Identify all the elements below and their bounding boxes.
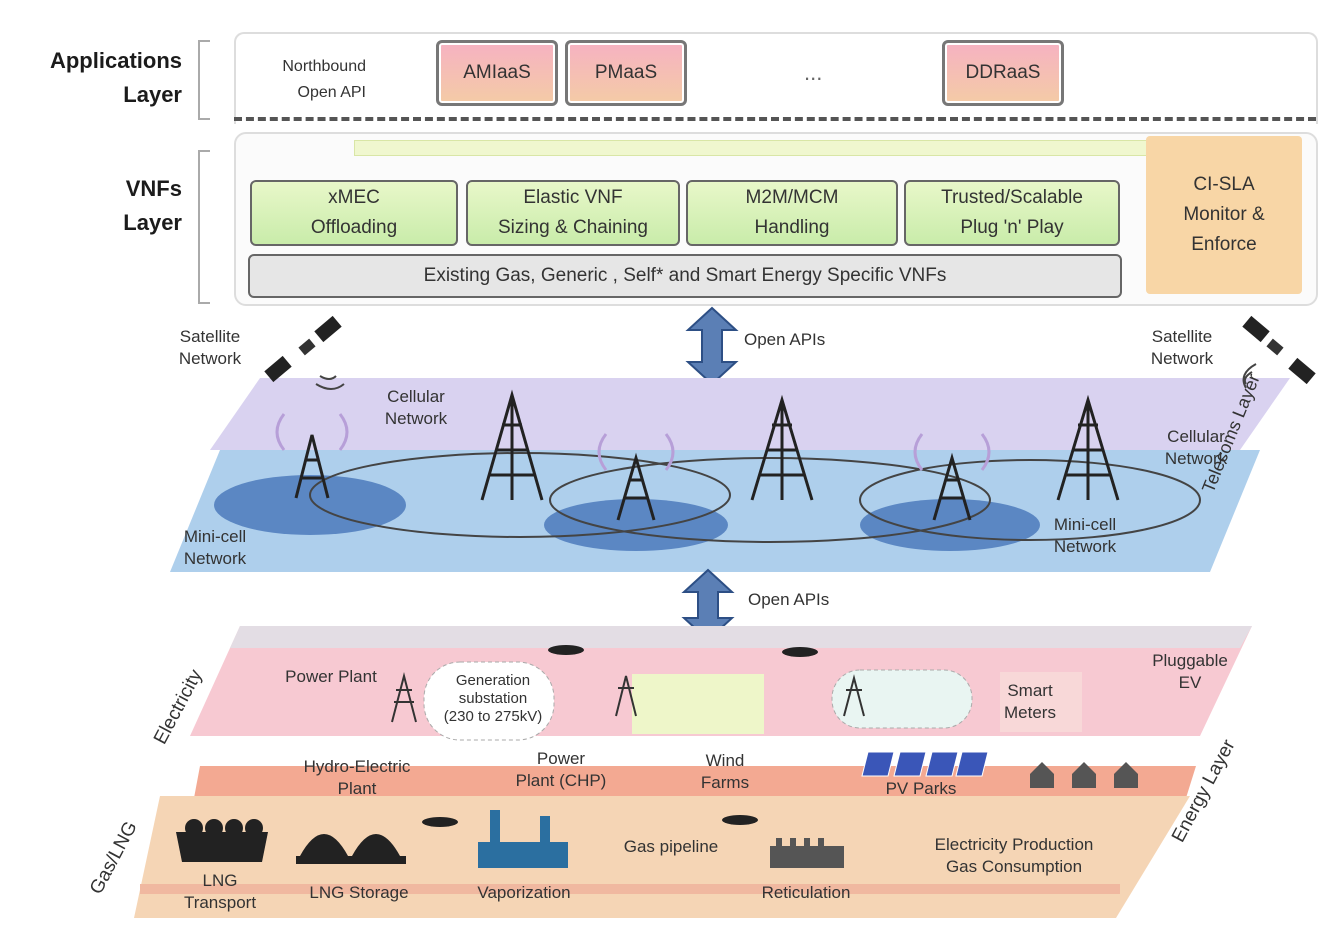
- gas-pipeline-line: [140, 884, 1120, 894]
- pylon-icons: [391, 672, 865, 723]
- service-amiaas[interactable]: AMIaaS: [436, 40, 558, 106]
- pv-parks-label: PV Parks: [885, 779, 957, 798]
- satellite-icon-left: [264, 315, 345, 390]
- services-ellipsis: ...: [804, 60, 823, 85]
- vnfs-layer-bracket: [198, 150, 210, 304]
- reticulation-label: Reticulation: [761, 883, 851, 902]
- cell-tower-icon-4: [750, 394, 814, 501]
- telecom-plane-back: [210, 378, 1290, 450]
- cell-tower-icon-3: [616, 452, 656, 521]
- lng-storage-icon: [296, 834, 406, 864]
- minicell-ellipse-mid: [544, 499, 728, 551]
- signal-wave-icons: [275, 413, 991, 471]
- northbound-api-label: Northbound Open API: [282, 58, 366, 101]
- minicell-ellipse-left: [214, 475, 406, 535]
- cloud-right: [831, 669, 973, 729]
- applications-frame: [234, 32, 1318, 124]
- cell-tower-icon-2: [480, 389, 544, 501]
- cellular-ring-mid: [549, 457, 991, 543]
- cloud-left: [423, 661, 555, 741]
- electricity-plane-top: [230, 626, 1252, 648]
- lng-storage-label: LNG Storage: [309, 883, 409, 902]
- smart-meter-panel: [1000, 672, 1082, 732]
- drone-icons: [422, 645, 818, 827]
- open-apis-label-top: Open APIs: [744, 330, 826, 349]
- reticulation-icon: [770, 838, 844, 868]
- cell-tower-icon-5: [932, 452, 972, 521]
- satellite-icon-right: [1242, 315, 1316, 389]
- cell-tower-icon-6: [1056, 394, 1120, 501]
- wind-farm-panel: [632, 674, 764, 734]
- power-plant-label: Power Plant: [285, 667, 377, 686]
- layer-separator-dashed: [234, 117, 1316, 121]
- applications-layer-bracket: [198, 40, 210, 120]
- tower-icons: [294, 389, 1120, 521]
- applications-layer-title: Applications Layer: [49, 48, 182, 107]
- telecoms-layer-graphic: [170, 306, 1316, 572]
- energy-layer-graphic: [134, 568, 1252, 918]
- pv-panel-icons: [861, 751, 989, 777]
- service-pmaas[interactable]: PMaaS: [565, 40, 687, 106]
- vnfs-layer-title: VNFs Layer: [123, 176, 182, 235]
- cellular-ring-left: [309, 452, 731, 538]
- ci-sla-monitor-box[interactable]: CI-SLA Monitor & Enforce: [1146, 136, 1302, 294]
- lng-ship-icon: [176, 819, 268, 862]
- open-apis-arrow-top: [685, 306, 739, 386]
- vaporization-icon: [478, 810, 568, 868]
- cell-tower-icon-1: [294, 434, 330, 499]
- vnf-connector-bar: [354, 140, 1148, 156]
- generation-substation-label: Generation substation (230 to 275kV): [443, 672, 543, 725]
- vaporization-label: Vaporization: [477, 883, 571, 902]
- service-ddraas[interactable]: DDRaaS: [942, 40, 1064, 106]
- existing-vnfs-bar[interactable]: Existing Gas, Generic , Self* and Smart …: [248, 254, 1122, 298]
- open-apis-label-bottom: Open APIs: [748, 590, 830, 609]
- cellular-ring-right: [859, 459, 1201, 541]
- gas-pipeline-label: Gas pipeline: [623, 837, 719, 856]
